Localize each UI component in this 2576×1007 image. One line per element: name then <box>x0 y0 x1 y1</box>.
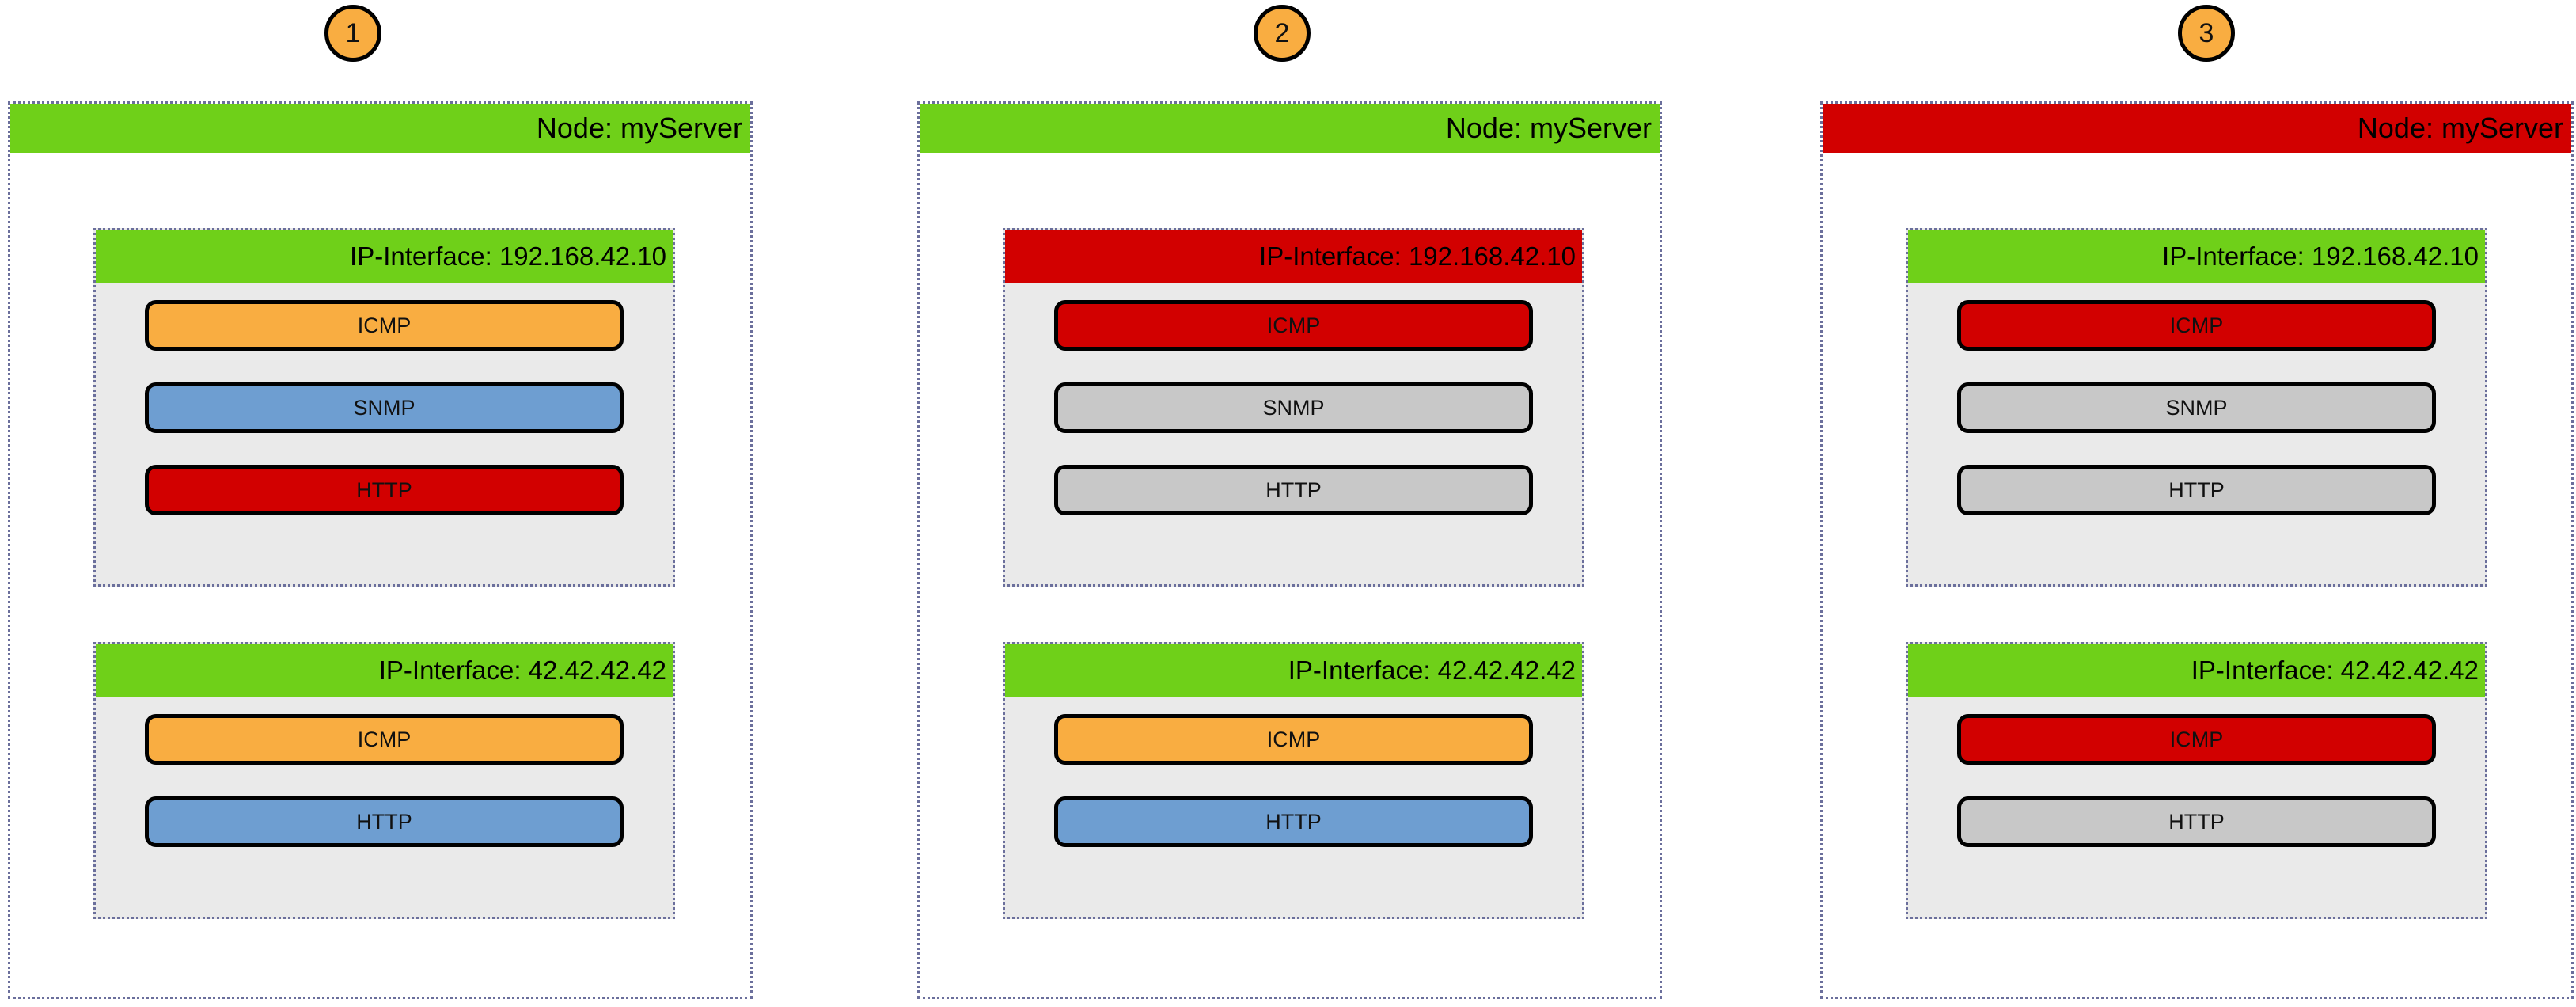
node-label: Node: myServer <box>2357 112 2563 144</box>
ip-interface-header: IP-Interface: 192.168.42.10 <box>1005 230 1582 283</box>
ip-interface-header: IP-Interface: 42.42.42.42 <box>96 644 673 697</box>
service-box-icmp[interactable]: ICMP <box>1957 300 2436 351</box>
service-list: ICMP SNMP HTTP <box>1957 300 2436 547</box>
service-box-icmp[interactable]: ICMP <box>145 300 624 351</box>
service-box-http[interactable]: HTTP <box>1054 465 1533 515</box>
ip-interface-label: IP-Interface: 192.168.42.10 <box>2162 241 2479 271</box>
ip-interface-header: IP-Interface: 42.42.42.42 <box>1005 644 1582 697</box>
ip-interface-label: IP-Interface: 192.168.42.10 <box>350 241 666 271</box>
step-badge-1: 1 <box>324 5 381 62</box>
service-box-http[interactable]: HTTP <box>1957 796 2436 847</box>
step-badge-2: 2 <box>1254 5 1311 62</box>
service-box-snmp[interactable]: SNMP <box>145 382 624 433</box>
ip-interface-header: IP-Interface: 42.42.42.42 <box>1908 644 2485 697</box>
service-box-icmp[interactable]: ICMP <box>1054 300 1533 351</box>
service-box-icmp[interactable]: ICMP <box>145 714 624 765</box>
service-box-icmp[interactable]: ICMP <box>1957 714 2436 765</box>
ip-interface-label: IP-Interface: 192.168.42.10 <box>1259 241 1576 271</box>
service-box-http[interactable]: HTTP <box>145 465 624 515</box>
ip-interface-label: IP-Interface: 42.42.42.42 <box>1288 656 1576 685</box>
node-header: Node: myServer <box>10 104 750 153</box>
step-badge-3: 3 <box>2178 5 2235 62</box>
ip-interface-label: IP-Interface: 42.42.42.42 <box>2191 656 2479 685</box>
ip-interface-header: IP-Interface: 192.168.42.10 <box>96 230 673 283</box>
node-label: Node: myServer <box>1445 112 1652 144</box>
node-label: Node: myServer <box>536 112 742 144</box>
service-list: ICMP SNMP HTTP <box>145 300 624 547</box>
service-box-http[interactable]: HTTP <box>1054 796 1533 847</box>
node-header: Node: myServer <box>1823 104 2571 153</box>
service-box-snmp[interactable]: SNMP <box>1054 382 1533 433</box>
service-box-icmp[interactable]: ICMP <box>1054 714 1533 765</box>
service-list: ICMP HTTP <box>1957 714 2436 879</box>
service-list: ICMP SNMP HTTP <box>1054 300 1533 547</box>
service-list: ICMP HTTP <box>1054 714 1533 879</box>
service-list: ICMP HTTP <box>145 714 624 879</box>
service-box-snmp[interactable]: SNMP <box>1957 382 2436 433</box>
ip-interface-header: IP-Interface: 192.168.42.10 <box>1908 230 2485 283</box>
service-box-http[interactable]: HTTP <box>1957 465 2436 515</box>
node-header: Node: myServer <box>920 104 1660 153</box>
service-box-http[interactable]: HTTP <box>145 796 624 847</box>
ip-interface-label: IP-Interface: 42.42.42.42 <box>378 656 666 685</box>
